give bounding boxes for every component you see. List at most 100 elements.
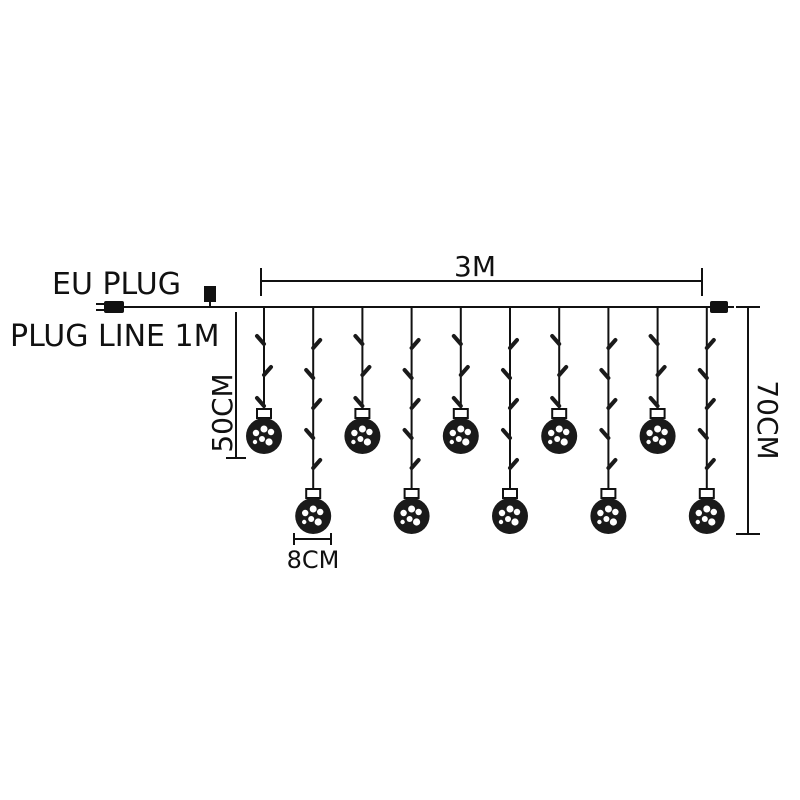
light-drop <box>590 307 627 534</box>
long-drop-dimension <box>736 306 760 535</box>
led-bulb-icon <box>409 458 421 470</box>
ball-dot <box>554 436 561 442</box>
ball-dot <box>363 438 371 446</box>
ball-dot <box>612 508 619 516</box>
ball-cap <box>354 408 371 419</box>
controller-box-icon <box>204 286 216 307</box>
ball-light-icon <box>541 418 578 454</box>
led-bulb-icon <box>508 338 519 350</box>
led-bulb-icon <box>311 398 323 410</box>
ball-dot <box>513 508 521 516</box>
light-drop <box>295 307 332 534</box>
led-bulb-icon <box>599 368 611 380</box>
ball-dot <box>259 436 265 442</box>
ball-dot <box>555 425 563 433</box>
led-bulb-icon <box>508 458 519 470</box>
ball-light-icon <box>344 418 381 454</box>
width-dimension <box>260 268 703 296</box>
led-bulb-icon <box>550 334 562 346</box>
led-bulb-icon <box>697 428 709 440</box>
ball-diameter-dimension <box>293 533 332 545</box>
led-bulb-icon <box>304 368 316 380</box>
ball-dot <box>413 518 421 526</box>
ball-dot <box>646 439 651 445</box>
led-bulb-icon <box>501 428 512 440</box>
ball-light-icon <box>639 418 676 454</box>
led-bulb-icon <box>557 365 569 377</box>
led-bulb-icon <box>360 365 372 377</box>
ball-dot <box>415 508 422 516</box>
led-bulb-icon <box>704 338 716 350</box>
led-bulb-icon <box>648 396 660 408</box>
led-bulb-icon <box>704 398 716 410</box>
led-bulb-icon <box>255 334 266 346</box>
end-connector-icon <box>710 301 734 313</box>
ball-dot <box>457 425 465 433</box>
led-bulb-icon <box>704 458 716 470</box>
ball-dot <box>449 439 454 445</box>
light-drop <box>442 307 479 454</box>
led-bulb-icon <box>262 365 273 377</box>
ball-dot <box>309 505 317 513</box>
ball-dot <box>603 516 610 522</box>
eu-plug-icon <box>96 301 124 313</box>
ball-dot <box>506 505 514 513</box>
ball-light-icon <box>295 498 332 534</box>
ball-dot <box>252 429 260 437</box>
eu-plug-label: EU PLUG <box>52 267 181 302</box>
led-bulb-icon <box>606 338 618 350</box>
short-drop-dimension <box>226 312 246 459</box>
ball-dot <box>455 436 462 442</box>
ball-dot <box>505 516 511 522</box>
led-bulb-icon <box>353 334 365 346</box>
short-drop-label: 50CM <box>206 373 239 452</box>
led-bulb-icon <box>550 396 562 408</box>
ball-cap <box>403 488 420 499</box>
ball-light-icon <box>442 418 479 454</box>
led-bulb-icon <box>648 334 660 346</box>
ball-dot <box>302 519 307 525</box>
ball-dot <box>597 519 602 525</box>
led-bulb-icon <box>451 396 463 408</box>
led-bulb-icon <box>409 398 421 410</box>
led-bulb-icon <box>409 338 421 350</box>
light-drop <box>393 307 430 534</box>
ball-cap <box>649 408 666 419</box>
ball-dot <box>400 509 407 517</box>
led-bulb-icon <box>353 396 365 408</box>
ball-dot <box>654 425 662 433</box>
ball-dot <box>646 429 653 437</box>
ball-cap <box>600 488 617 499</box>
led-bulb-icon <box>655 365 667 377</box>
ball-dot <box>661 428 668 436</box>
ball-dot <box>703 505 711 513</box>
led-bulb-icon <box>304 428 316 440</box>
ball-dot <box>464 428 471 436</box>
ball-dot <box>265 438 273 446</box>
led-bulb-icon <box>606 398 618 410</box>
plug-line-label: PLUG LINE 1M <box>10 319 220 354</box>
light-drop <box>246 307 282 454</box>
ball-diameter-label: 8CM <box>287 546 340 574</box>
ball-light-icon <box>688 498 725 534</box>
ball-light-icon <box>590 498 627 534</box>
ball-dot <box>695 519 700 525</box>
led-bulb-icon <box>402 428 414 440</box>
ball-light-icon <box>393 498 430 534</box>
ball-cap <box>452 408 469 419</box>
ball-dot <box>659 438 667 446</box>
ball-dot <box>358 425 366 433</box>
ball-dot <box>351 429 358 437</box>
width-label: 3M <box>454 250 496 283</box>
light-drop <box>492 307 528 534</box>
ball-dot <box>267 428 275 436</box>
ball-cap <box>256 408 272 419</box>
ball-dot <box>695 509 702 517</box>
ball-dot <box>449 429 456 437</box>
light-drop <box>688 307 725 534</box>
ball-dot <box>548 439 553 445</box>
ball-light-icon <box>492 498 528 534</box>
led-bulb-icon <box>508 398 519 410</box>
ball-cap <box>305 488 322 499</box>
